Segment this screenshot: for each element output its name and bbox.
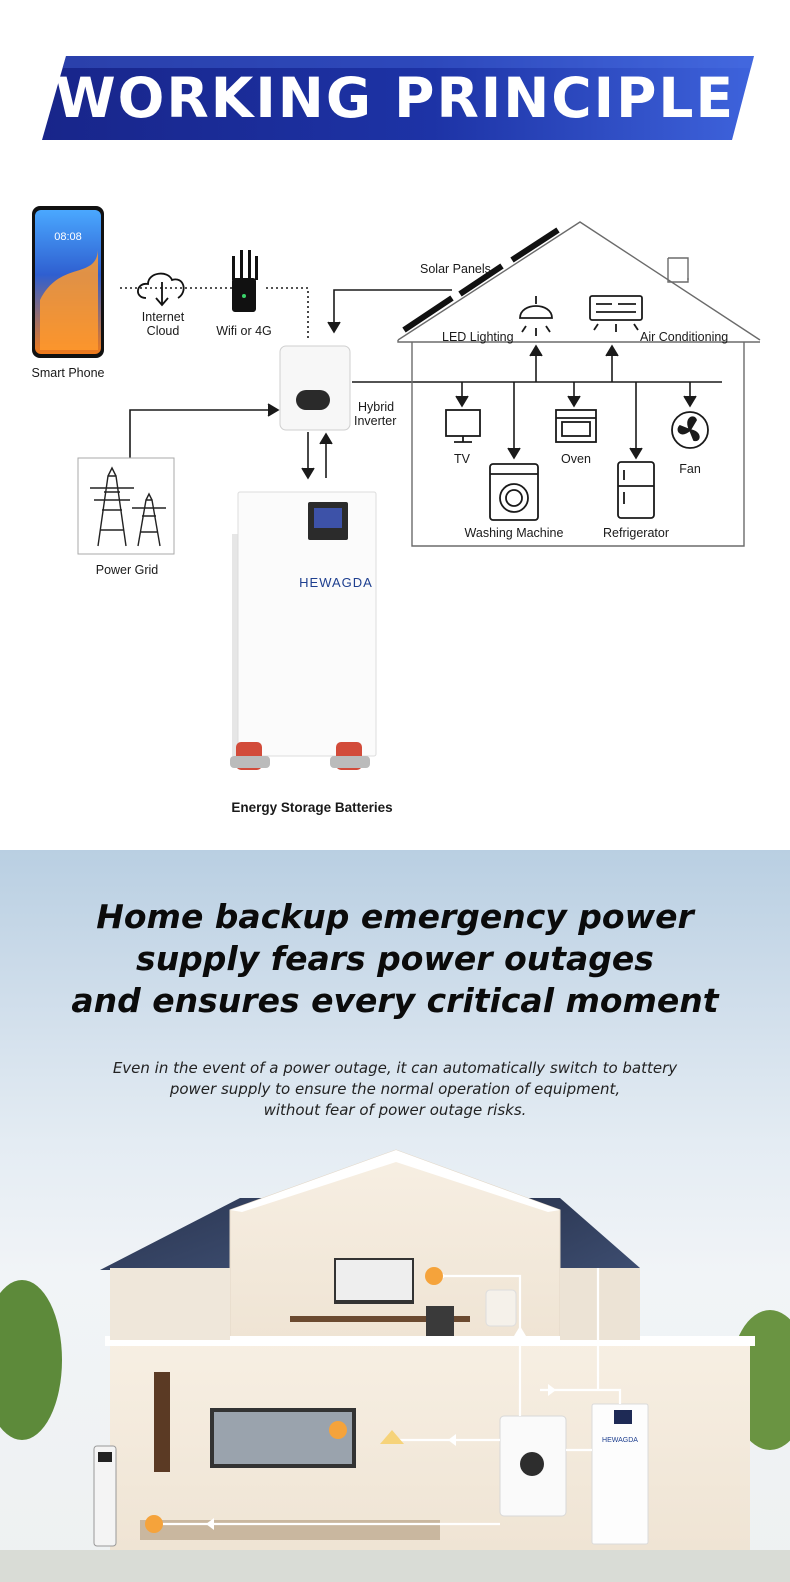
power-tower-icon [77, 457, 175, 555]
label-inverter-1: Hybrid [358, 400, 395, 414]
solar-panel-icon [402, 227, 560, 333]
working-principle-section: WORKING PRINCIPLE [31, 56, 761, 815]
house-illustration: HEWAGDA [0, 1149, 790, 1582]
led-lamp-icon [519, 296, 553, 336]
label-inverter-2: Inverter [354, 414, 397, 428]
headline-line-2: supply fears power outages [136, 939, 654, 978]
inverter-icon [279, 345, 351, 431]
headline-line-3: and ensures every critical moment [71, 981, 719, 1020]
battery-cabinet-icon [591, 1403, 649, 1545]
phone-clock: 08:08 [54, 231, 82, 243]
cloud-download-icon [137, 272, 185, 307]
oven-icon [555, 409, 597, 443]
label-led-lighting: LED Lighting [442, 330, 514, 344]
backup-headline: Home backup emergency power supply fears… [0, 896, 790, 1022]
scene-battery-brand: HEWAGDA [602, 1437, 638, 1444]
headline-line-1: Home backup emergency power [96, 897, 694, 936]
ev-charger-icon [93, 1445, 117, 1547]
highlight-dots [145, 1267, 443, 1533]
label-cloud-2: Cloud [146, 324, 180, 338]
label-smart-phone: Smart Phone [31, 366, 105, 380]
label-air-conditioning: Air Conditioning [640, 330, 729, 344]
label-oven: Oven [561, 452, 591, 466]
label-solar-panels: Solar Panels [420, 262, 491, 276]
label-fan: Fan [679, 462, 701, 476]
desc-line-3: without fear of power outage risks. [263, 1101, 527, 1119]
label-tv: TV [454, 452, 470, 466]
label-wifi: Wifi or 4G [216, 324, 272, 338]
washing-machine-icon [489, 463, 539, 521]
label-washing-machine: Washing Machine [464, 526, 564, 540]
smartphone-icon: 08:08 [32, 206, 104, 358]
working-principle-diagram: 08:08 [32, 206, 761, 770]
backup-power-section: Home backup emergency power supply fears… [0, 850, 790, 1582]
desc-line-2: power supply to ensure the normal operat… [169, 1080, 621, 1098]
fan-icon [671, 411, 709, 449]
label-energy-storage: Energy Storage Batteries [231, 800, 393, 815]
battery-cabinet-icon [230, 491, 377, 770]
air-conditioner-icon [589, 295, 643, 332]
title-banner [42, 56, 754, 140]
label-cloud-1: Internet [141, 310, 185, 324]
backup-description: Even in the event of a power outage, it … [0, 1058, 790, 1121]
desc-line-1: Even in the event of a power outage, it … [112, 1059, 678, 1077]
label-power-grid: Power Grid [95, 563, 159, 577]
refrigerator-icon [617, 461, 655, 519]
wifi-router-icon [232, 250, 258, 312]
label-refrigerator: Refrigerator [603, 526, 669, 540]
tv-icon [445, 409, 481, 443]
battery-brand: HEWAGDA [299, 575, 373, 590]
chair-icon [426, 1306, 454, 1336]
banner-title: WORKING PRINCIPLE [54, 66, 736, 130]
